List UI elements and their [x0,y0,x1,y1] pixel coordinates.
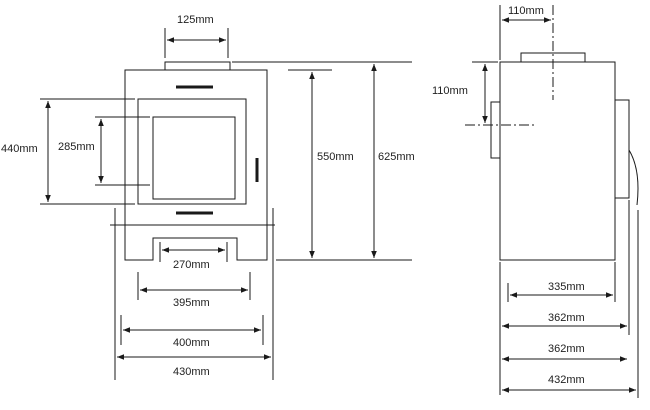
dim-label-432: 432mm [548,374,585,386]
front-plinth [124,225,268,261]
side-rear-panel [614,99,630,199]
front-glass [152,116,236,200]
side-body [499,61,616,261]
front-flue-collar [164,61,231,71]
dim-front-top-width: 125mm [164,14,229,58]
dim-label-362b: 362mm [548,343,585,355]
side-cable [628,149,639,206]
front-view [110,61,275,261]
dim-front-430: 430mm [114,208,274,380]
dim-label-270: 270mm [173,259,210,271]
side-door-handle [490,101,501,159]
dim-front-400: 400mm [120,315,264,349]
front-door-outer [137,98,247,205]
dim-side-362b: 362mm [502,343,627,362]
dim-front-625: 625mm [232,61,415,258]
dim-label-285: 285mm [58,141,95,153]
side-view [465,5,639,261]
dim-side-335: 335mm [507,262,616,302]
dim-front-285: 285mm [58,116,150,186]
dim-label-395: 395mm [173,297,210,309]
dim-label-625: 625mm [378,151,415,163]
dim-label-125: 125mm [177,14,214,26]
dim-label-430: 430mm [173,366,210,378]
dim-front-395: 395mm [137,272,251,309]
dim-label-side-110b: 110mm [432,85,468,97]
dim-front-270: 270mm [159,242,228,271]
dim-label-335: 335mm [548,281,585,293]
dim-side-110-vertical: 110mm [432,61,498,123]
dim-label-362a: 362mm [548,312,585,324]
dim-front-550: 550mm [276,69,412,261]
dim-label-550: 550mm [317,151,354,163]
dim-side-110-horizontal: 110mm [499,5,551,60]
dim-side-432: 432mm [502,210,639,398]
dim-label-440: 440mm [1,143,38,155]
dim-side-362a: 362mm [499,200,630,395]
dim-label-400: 400mm [173,337,210,349]
dim-front-440: 440mm [1,98,135,205]
dim-label-side-110a: 110mm [508,5,544,17]
